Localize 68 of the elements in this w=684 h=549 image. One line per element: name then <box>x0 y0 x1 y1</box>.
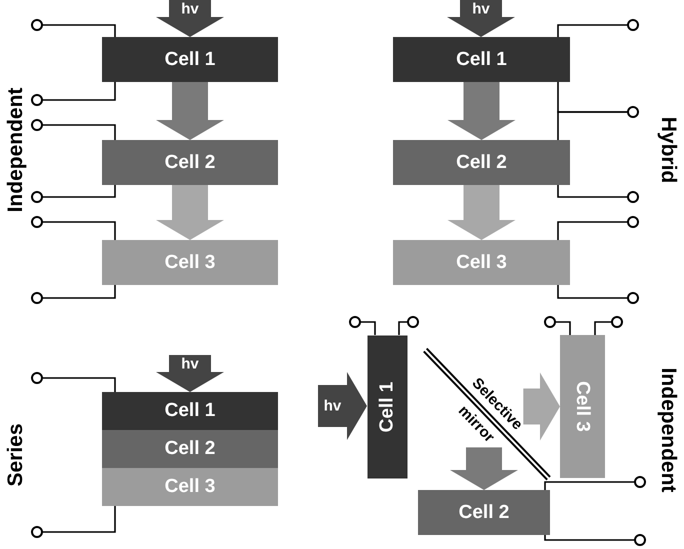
configuration-label: Series <box>4 423 28 487</box>
wire <box>43 124 116 140</box>
terminal-circle <box>611 316 623 328</box>
solar-cell: Cell 2 <box>102 140 278 185</box>
configuration-label: Independent <box>656 368 680 492</box>
solar-cell: Cell 3 <box>102 240 278 285</box>
solar-cell: Cell 2 <box>102 430 278 468</box>
wire <box>43 506 116 533</box>
wire <box>557 285 627 299</box>
wire <box>361 321 376 335</box>
block-arrow <box>156 82 224 140</box>
edge-label: hv <box>472 0 490 17</box>
solar-cell: Cell 1 <box>102 37 278 82</box>
terminal-circle <box>31 526 43 538</box>
terminal-circle <box>627 191 639 203</box>
solar-cell: Cell 2 <box>418 490 550 535</box>
solar-cell: Cell 2 <box>393 140 570 185</box>
configuration-label: Hybrid <box>656 116 680 184</box>
solar-cell: Cell 3 <box>560 335 605 478</box>
solar-cell: Cell 3 <box>393 240 570 285</box>
terminal-circle <box>349 316 361 328</box>
solar-cell: Cell 1 <box>102 392 278 430</box>
light-arrow <box>447 0 515 37</box>
terminal-circle <box>627 216 639 228</box>
terminal-circle <box>407 316 419 328</box>
wire <box>556 321 571 335</box>
wire <box>544 481 634 490</box>
wire <box>557 111 627 140</box>
edge-label: hv <box>324 398 342 414</box>
wire <box>43 82 116 101</box>
block-arrow <box>450 447 518 490</box>
terminal-circle <box>634 534 646 546</box>
terminal-circle <box>627 19 639 31</box>
terminal-circle <box>627 292 639 304</box>
wire <box>557 24 627 37</box>
block-arrow <box>523 372 560 440</box>
terminal-circle <box>627 106 639 118</box>
solar-cell: Cell 1 <box>393 37 570 82</box>
edge-label: hv <box>181 0 199 17</box>
wire <box>43 377 116 392</box>
wire <box>544 535 634 541</box>
wire <box>43 185 116 198</box>
block-arrow <box>448 82 516 140</box>
terminal-circle <box>31 292 43 304</box>
wire <box>43 221 116 240</box>
terminal-circle <box>544 316 556 328</box>
terminal-circle <box>634 476 646 488</box>
terminal-circle <box>31 216 43 228</box>
wire <box>398 321 407 335</box>
block-arrow <box>156 185 224 240</box>
wire <box>43 285 116 299</box>
wire <box>594 321 611 335</box>
configuration-label: Independent <box>4 88 28 212</box>
edge-label: hv <box>181 355 199 372</box>
light-arrow <box>318 372 367 440</box>
light-arrow <box>156 355 224 392</box>
terminal-circle <box>31 119 43 131</box>
terminal-circle <box>31 19 43 31</box>
solar-cell: Cell 1 <box>367 335 407 478</box>
terminal-circle <box>31 191 43 203</box>
block-arrow <box>448 185 516 240</box>
terminal-circle <box>31 372 43 384</box>
light-arrow <box>156 0 224 37</box>
terminal-circle <box>31 94 43 106</box>
wire <box>557 185 627 198</box>
wire <box>43 24 116 37</box>
solar-cell: Cell 3 <box>102 468 278 506</box>
wire <box>557 221 627 240</box>
